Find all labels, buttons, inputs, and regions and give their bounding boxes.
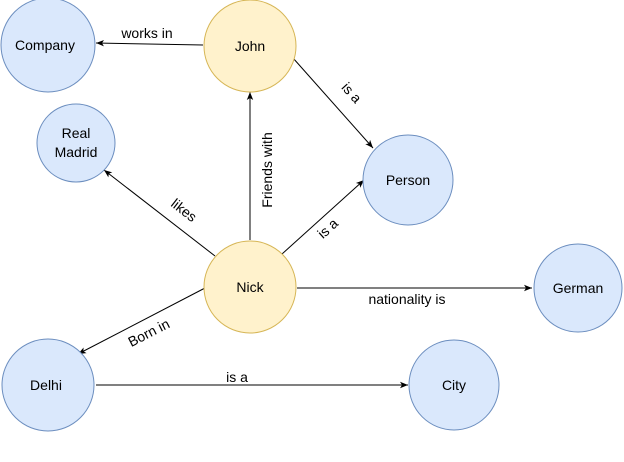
label-works-in: works in [120,25,172,41]
edges [77,39,532,389]
label-friends-with: Friends with [259,132,275,207]
node-nick[interactable]: Nick [203,240,297,334]
node-company[interactable]: Company [0,0,96,93]
node-german-label: German [553,280,604,296]
node-john-label: John [235,38,265,54]
nodes: Company John Real Madrid Person Nick Ger… [0,0,623,432]
node-city[interactable]: City [408,339,500,431]
node-delhi-label: Delhi [30,377,62,393]
node-german[interactable]: German [533,243,623,333]
label-born-in: Born in [125,315,172,349]
label-nationality-is: nationality is [368,291,445,307]
edge-john-is-a-person [292,57,374,149]
edge-likes [103,169,216,257]
label-john-is-a: is a [338,79,365,106]
node-real-madrid-label-line2: Madrid [55,144,98,160]
edge-works-in [95,39,204,47]
node-john[interactable]: John [203,0,297,93]
edge-nick-is-a-person [281,179,365,255]
node-real-madrid-label-line1: Real [62,125,91,141]
label-delhi-is-a: is a [226,369,248,385]
label-likes: likes [168,195,200,225]
node-company-label: Company [15,37,75,53]
label-nick-is-a: is a [314,215,341,242]
edge-born-in [77,287,206,355]
node-city-label: City [442,377,466,393]
node-person[interactable]: Person [362,134,454,226]
node-person-label: Person [386,172,430,188]
node-nick-label: Nick [236,279,264,295]
node-real-madrid[interactable]: Real Madrid [36,103,116,183]
node-delhi[interactable]: Delhi [1,338,95,432]
